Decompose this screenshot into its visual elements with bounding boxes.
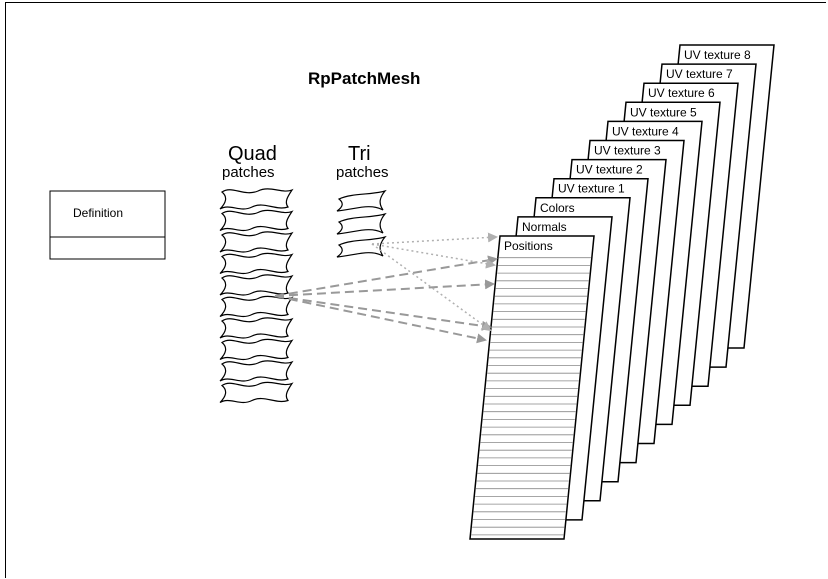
quad-patch — [219, 209, 294, 232]
quad-heading: Quad — [228, 143, 277, 165]
quad-patch — [219, 381, 294, 404]
layer-label: UV texture 7 — [666, 67, 733, 81]
quad-patch — [219, 274, 294, 296]
tri-arrows — [371, 232, 498, 332]
quad-patch — [219, 360, 294, 382]
tri-arrow-3 — [371, 243, 492, 332]
tri-subheading: patches — [336, 164, 389, 181]
quad-arrow-4 — [274, 295, 487, 344]
diagram-title: RpPatchMesh — [308, 69, 420, 88]
tri-arrow-2 — [371, 243, 496, 269]
quad-arrow-3 — [274, 295, 492, 331]
layer-label: Colors — [540, 201, 575, 215]
quad-patch — [219, 231, 294, 253]
tri-arrow-1 — [371, 232, 498, 245]
layer-label: UV texture 6 — [648, 86, 715, 100]
quad-arrows — [274, 255, 498, 344]
layer-label: UV texture 4 — [612, 124, 679, 138]
quad-patches — [219, 188, 294, 404]
layer-label: UV texture 5 — [630, 105, 697, 119]
quad-patch — [219, 338, 294, 361]
layer-label: Normals — [522, 220, 567, 234]
layer-label: UV texture 8 — [684, 48, 751, 62]
layer-label: UV texture 2 — [576, 163, 643, 177]
quad-arrow-1 — [274, 255, 498, 297]
quad-arrow-2 — [274, 279, 495, 297]
quad-patch — [219, 317, 294, 339]
definition-label: Definition — [73, 206, 123, 220]
quad-subheading: patches — [222, 164, 275, 181]
layer-label: Positions — [504, 239, 553, 253]
layer-stack: UV texture 8 UV texture 7 UV texture 6 UV t… — [469, 44, 775, 540]
tri-patch — [336, 212, 387, 235]
definition-box: Definition — [49, 190, 166, 260]
quad-patch — [219, 188, 294, 210]
tri-patch — [336, 189, 387, 212]
layer-label: UV texture 1 — [558, 182, 625, 196]
diagram-frame — [5, 2, 826, 578]
layer-sheet: Positions — [469, 235, 595, 540]
tri-heading: Tri — [348, 143, 371, 165]
layer-label: UV texture 3 — [594, 144, 661, 158]
tri-patches — [336, 189, 387, 258]
quad-patch — [219, 252, 294, 275]
quad-patch — [219, 295, 294, 318]
tri-patch — [336, 235, 387, 258]
